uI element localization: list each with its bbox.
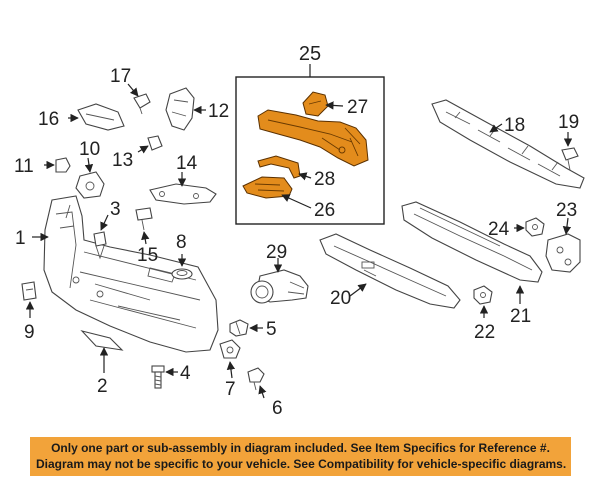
leader-line-23 xyxy=(562,217,572,235)
part-3-clip[interactable] xyxy=(93,231,107,260)
part-1-bumper-cover[interactable] xyxy=(43,195,219,353)
part-10-sensor[interactable] xyxy=(75,171,105,199)
callout-1: 1 xyxy=(15,228,26,249)
part-4-bolt[interactable] xyxy=(151,365,165,389)
leader-line-7 xyxy=(226,361,236,379)
callout-8: 8 xyxy=(176,232,187,253)
callout-15: 15 xyxy=(137,245,158,266)
part-24-nut[interactable] xyxy=(525,217,545,237)
callout-23: 23 xyxy=(556,200,577,221)
leader-line-10 xyxy=(84,157,94,173)
leader-line-3 xyxy=(100,214,109,231)
part-26-bracket[interactable] xyxy=(242,176,293,199)
callout-26: 26 xyxy=(314,200,335,221)
part-14-side-bracket[interactable] xyxy=(149,183,217,205)
callout-4: 4 xyxy=(180,363,191,384)
callout-22: 22 xyxy=(474,322,495,343)
part-11-nut[interactable] xyxy=(55,157,71,173)
leader-line-27 xyxy=(325,101,344,110)
callout-9: 9 xyxy=(24,322,35,343)
part-12-bracket[interactable] xyxy=(165,87,195,131)
callout-6: 6 xyxy=(272,398,283,419)
callout-19: 19 xyxy=(558,112,579,133)
part-19-bolt[interactable] xyxy=(561,147,579,171)
leader-line-18 xyxy=(489,123,503,133)
callout-3: 3 xyxy=(110,199,121,220)
callout-10: 10 xyxy=(79,139,100,160)
callout-17: 17 xyxy=(110,66,131,87)
disclaimer-line-1: Only one part or sub-assembly in diagram… xyxy=(51,441,550,455)
leader-line-17 xyxy=(127,83,139,97)
part-18-absorber[interactable] xyxy=(431,99,585,189)
leader-line-26 xyxy=(281,194,312,209)
disclaimer-line-2: Diagram may not be specific to your vehi… xyxy=(36,457,567,471)
callout-18: 18 xyxy=(504,115,525,136)
part-21-impact-bar[interactable] xyxy=(401,201,543,283)
part-22-nut[interactable] xyxy=(473,285,493,305)
callout-20: 20 xyxy=(330,288,351,309)
part-9-bracket[interactable] xyxy=(21,281,37,301)
callout-5: 5 xyxy=(266,319,277,340)
part-20-reinforcement[interactable] xyxy=(319,233,461,309)
part-23-mount-bracket[interactable] xyxy=(545,233,581,273)
part-28-retainer[interactable] xyxy=(257,155,301,179)
callout-21: 21 xyxy=(510,306,531,327)
leader-line-28 xyxy=(298,172,312,181)
part-15-clip[interactable] xyxy=(135,207,153,231)
leader-line-13 xyxy=(137,145,149,154)
part-25-support-bracket[interactable] xyxy=(257,109,369,167)
part-8-grommet[interactable] xyxy=(171,268,193,280)
part-5-bolt[interactable] xyxy=(229,319,249,337)
callout-2: 2 xyxy=(97,376,108,397)
leader-line-6 xyxy=(258,385,267,399)
callout-12: 12 xyxy=(208,101,229,122)
part-7-sensor-bracket[interactable] xyxy=(219,339,241,359)
callout-13: 13 xyxy=(112,150,133,171)
callout-group-25: 25 xyxy=(235,43,385,225)
callout-27: 27 xyxy=(347,97,368,118)
callout-24: 24 xyxy=(488,219,510,240)
callout-28: 28 xyxy=(314,169,335,190)
part-27-clip[interactable] xyxy=(302,91,329,117)
part-2-molding[interactable] xyxy=(80,330,124,351)
callout-16: 16 xyxy=(38,109,59,130)
callout-11: 11 xyxy=(14,156,34,177)
part-16-bracket[interactable] xyxy=(77,103,125,131)
part-13-bolt[interactable] xyxy=(147,135,163,151)
part-17-screw[interactable] xyxy=(133,93,151,115)
part-6-clip[interactable] xyxy=(247,367,265,391)
callout-29: 29 xyxy=(266,242,287,263)
part-29-parking-sensor[interactable] xyxy=(250,269,309,304)
callout-25: 25 xyxy=(299,43,321,65)
callout-14: 14 xyxy=(176,153,198,174)
disclaimer-banner: Only one part or sub-assembly in diagram… xyxy=(30,437,571,476)
leader-line-20 xyxy=(349,283,367,297)
leader-line-15 xyxy=(141,231,150,245)
callout-7: 7 xyxy=(225,379,236,400)
